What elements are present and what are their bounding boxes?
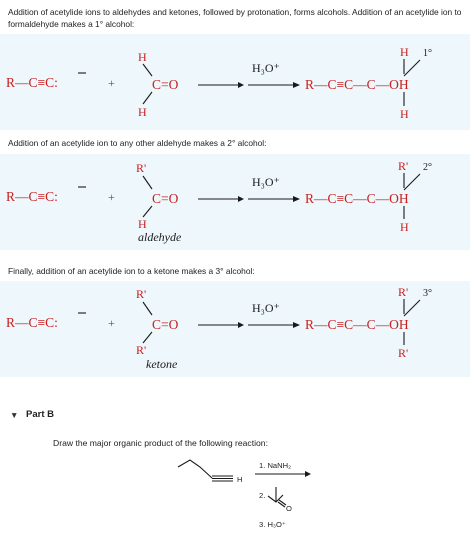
bond-top-3 <box>142 301 153 316</box>
arrowhead-2a <box>238 196 244 202</box>
carbonyl-1: C=O <box>152 77 179 92</box>
scheme-secondary-alcohol: R—C≡C: + R' C=O H aldehyde H₃O⁺ R—C≡C—C—… <box>0 154 470 250</box>
carbonyl-bond-b <box>278 499 287 506</box>
plus-sign-1: + <box>108 76 115 90</box>
collapse-toggle-icon[interactable]: ▼ <box>10 410 19 420</box>
arrowhead-1a <box>238 82 244 88</box>
step-3: 3. H₃O⁺ <box>259 520 286 529</box>
product-1: R—C≡C—C—OH <box>305 77 409 92</box>
scheme-2-svg: R—C≡C: + R' C=O H aldehyde H₃O⁺ R—C≡C—C—… <box>6 159 432 244</box>
degree-3: 3° <box>423 288 432 299</box>
reagent-3: H₃O⁺ <box>252 301 280 315</box>
carbonyl-bottom-3: R' <box>136 343 146 357</box>
reaction-arrowhead <box>305 471 311 477</box>
bond-top-1 <box>142 63 153 77</box>
product-bottom-2: H <box>400 220 409 234</box>
plus-sign-3: + <box>108 316 115 330</box>
product-top-1: H <box>400 45 409 59</box>
bond-bottom-2 <box>142 205 153 218</box>
bond-top-2 <box>142 175 153 190</box>
carbonyl-top-3: R' <box>136 287 146 301</box>
intro-paragraph-1: Addition of acetylide ions to aldehydes … <box>8 7 462 29</box>
carbonyl-3: C=O <box>152 317 179 332</box>
degree-pointer-2 <box>403 173 421 191</box>
intro-paragraph-2: Addition of an acetylide ion to any othe… <box>8 138 267 148</box>
carbonyl-bottom-2: H <box>138 217 147 231</box>
carbonyl-top-1: H <box>138 50 147 64</box>
product-top-3: R' <box>398 285 408 299</box>
carbonyl-bond-a <box>277 501 286 508</box>
carbonyl-2: C=O <box>152 191 179 206</box>
intro-paragraph-3: Finally, addition of an acetylide ion to… <box>8 266 255 276</box>
part-b-reaction: H 1. NaNH₂ 2. O 3. H₃O⁺ <box>177 459 311 529</box>
degree-1: 1° <box>423 48 432 59</box>
reagent-2: H₃O⁺ <box>252 175 280 189</box>
part-b-title[interactable]: Part B <box>26 409 54 420</box>
caption-ketone: ketone <box>146 357 178 371</box>
plus-sign-2: + <box>108 190 115 204</box>
carbonyl-bottom-1: H <box>138 105 147 119</box>
product-top-2: R' <box>398 159 408 173</box>
product-3: R—C≡C—C—OH <box>305 317 409 332</box>
caption-aldehyde: aldehyde <box>138 230 182 244</box>
ketone-oxygen: O <box>286 504 292 513</box>
acetylide-1: R—C≡C: <box>6 75 58 90</box>
arrowhead-2b <box>293 196 300 202</box>
part-b-question: Draw the major organic product of the fo… <box>53 438 268 448</box>
product-2: R—C≡C—C—OH <box>305 191 409 206</box>
scheme-3-svg: R—C≡C: + R' C=O R' ketone H₃O⁺ R—C≡C—C—O… <box>6 285 432 371</box>
degree-2: 2° <box>423 162 432 173</box>
degree-pointer-1 <box>403 59 421 77</box>
reagent-1: H₃O⁺ <box>252 61 280 75</box>
acetylide-3: R—C≡C: <box>6 315 58 330</box>
arrowhead-3a <box>238 322 244 328</box>
scheme-primary-alcohol: R—C≡C: + H C=O H H₃O⁺ R—C≡C—C—OH H 1° H <box>0 34 470 130</box>
acetylide-2: R—C≡C: <box>6 189 58 204</box>
product-bottom-3: R' <box>398 346 408 360</box>
arrowhead-3b <box>293 322 300 328</box>
product-bottom-1: H <box>400 107 409 121</box>
bond-bottom-1 <box>142 91 153 105</box>
scheme-tertiary-alcohol: R—C≡C: + R' C=O R' ketone H₃O⁺ R—C≡C—C—O… <box>0 281 470 377</box>
degree-pointer-3 <box>403 299 421 317</box>
alkyne-hydrogen: H <box>237 475 242 484</box>
step-1: 1. NaNH₂ <box>259 461 291 470</box>
scheme-1-svg: R—C≡C: + H C=O H H₃O⁺ R—C≡C—C—OH H 1° H <box>6 45 432 121</box>
bond-bottom-3 <box>142 331 153 344</box>
arrowhead-1b <box>293 82 300 88</box>
step-2: 2. <box>259 491 265 500</box>
alkyne-chain <box>177 459 213 479</box>
carbonyl-top-2: R' <box>136 161 146 175</box>
